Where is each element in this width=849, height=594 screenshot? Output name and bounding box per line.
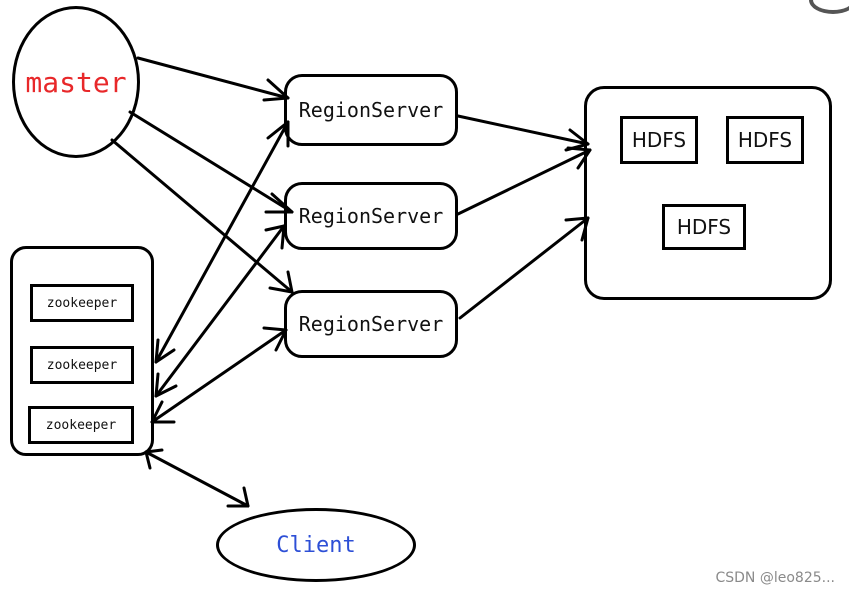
edge-rs3-hdfs [458,216,590,320]
region-server-label: RegionServer [298,98,444,122]
client-node: Client [216,508,416,582]
edge-master-rs2 [128,110,294,214]
edge-rs2-hdfs [456,148,592,216]
arrowhead-zk-rs2-bottom [154,372,178,398]
hdfs-node-1: HDFS [620,116,698,164]
region-server-label: RegionServer [298,204,444,228]
edge-zk-rs1 [154,120,290,364]
zookeeper-node-2: zookeeper [30,346,134,384]
hdfs-node-2: HDFS [726,116,804,164]
zookeeper-label: zookeeper [46,357,118,373]
hdfs-node-3: HDFS [662,204,746,250]
arrowhead-master-rs1 [262,78,290,102]
edge-zk-client [144,450,250,508]
edge-zk-rs3 [150,328,288,424]
edge-zk-rs2 [154,224,286,398]
watermark-text: CSDN @leo825... [715,570,835,586]
client-label: Client [276,532,356,558]
region-server-1: RegionServer [284,74,458,146]
region-server-3: RegionServer [284,290,458,358]
hdfs-label: HDFS [737,128,793,152]
region-server-2: RegionServer [284,182,458,250]
master-node: master [12,6,140,158]
master-label: master [25,65,127,99]
edge-master-rs3 [110,138,294,294]
zookeeper-node-1: zookeeper [30,284,134,322]
arrowhead-zk-client-bottom [226,486,250,508]
arrowhead-rs2-hdfs [566,146,592,170]
hdfs-label: HDFS [631,128,687,152]
zookeeper-cluster [10,246,154,456]
edge-master-rs1 [136,56,290,100]
hdfs-label: HDFS [676,215,732,239]
edge-rs1-hdfs [456,114,590,146]
zookeeper-node-3: zookeeper [28,406,134,444]
zookeeper-label: zookeeper [45,417,117,433]
region-server-label: RegionServer [298,312,444,336]
zookeeper-label: zookeeper [46,295,118,311]
arrowhead-zk-rs1-bottom [154,338,176,364]
arrowhead-master-rs2 [264,192,294,214]
hdfs-cluster [584,86,832,300]
